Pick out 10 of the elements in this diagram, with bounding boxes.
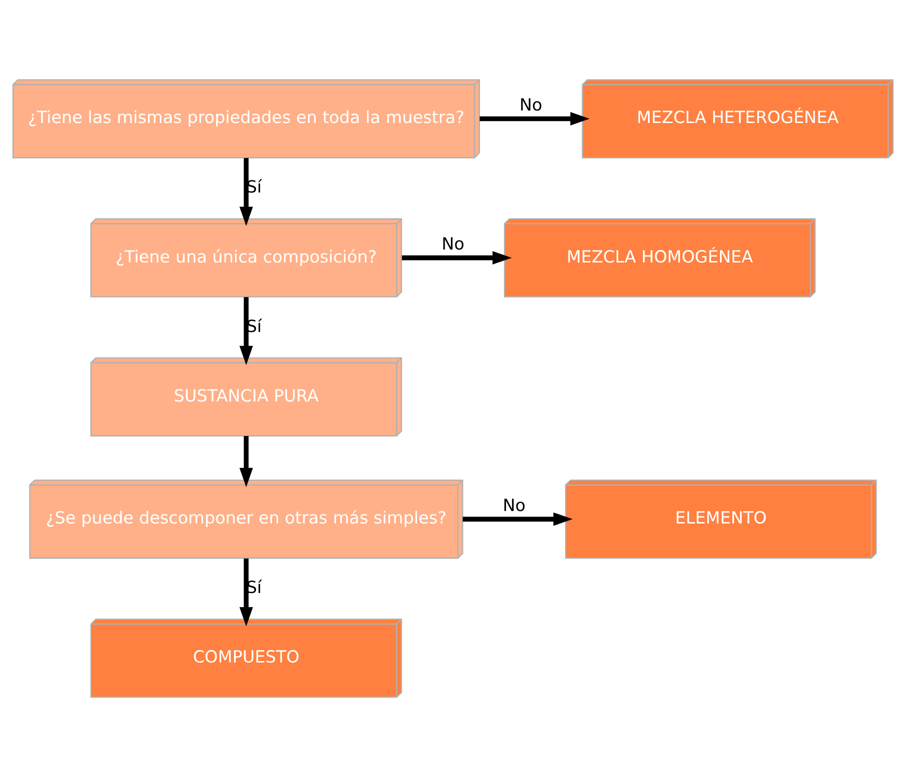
arrow bbox=[462, 512, 573, 526]
arrow bbox=[239, 558, 253, 626]
arrow bbox=[239, 296, 253, 365]
arrow bbox=[402, 250, 512, 264]
edge-label: No bbox=[520, 94, 542, 114]
arrow bbox=[239, 436, 253, 487]
edge-label: No bbox=[502, 494, 526, 515]
edge-label: No bbox=[442, 233, 464, 254]
arrow bbox=[480, 112, 590, 125]
arrow bbox=[239, 158, 253, 226]
